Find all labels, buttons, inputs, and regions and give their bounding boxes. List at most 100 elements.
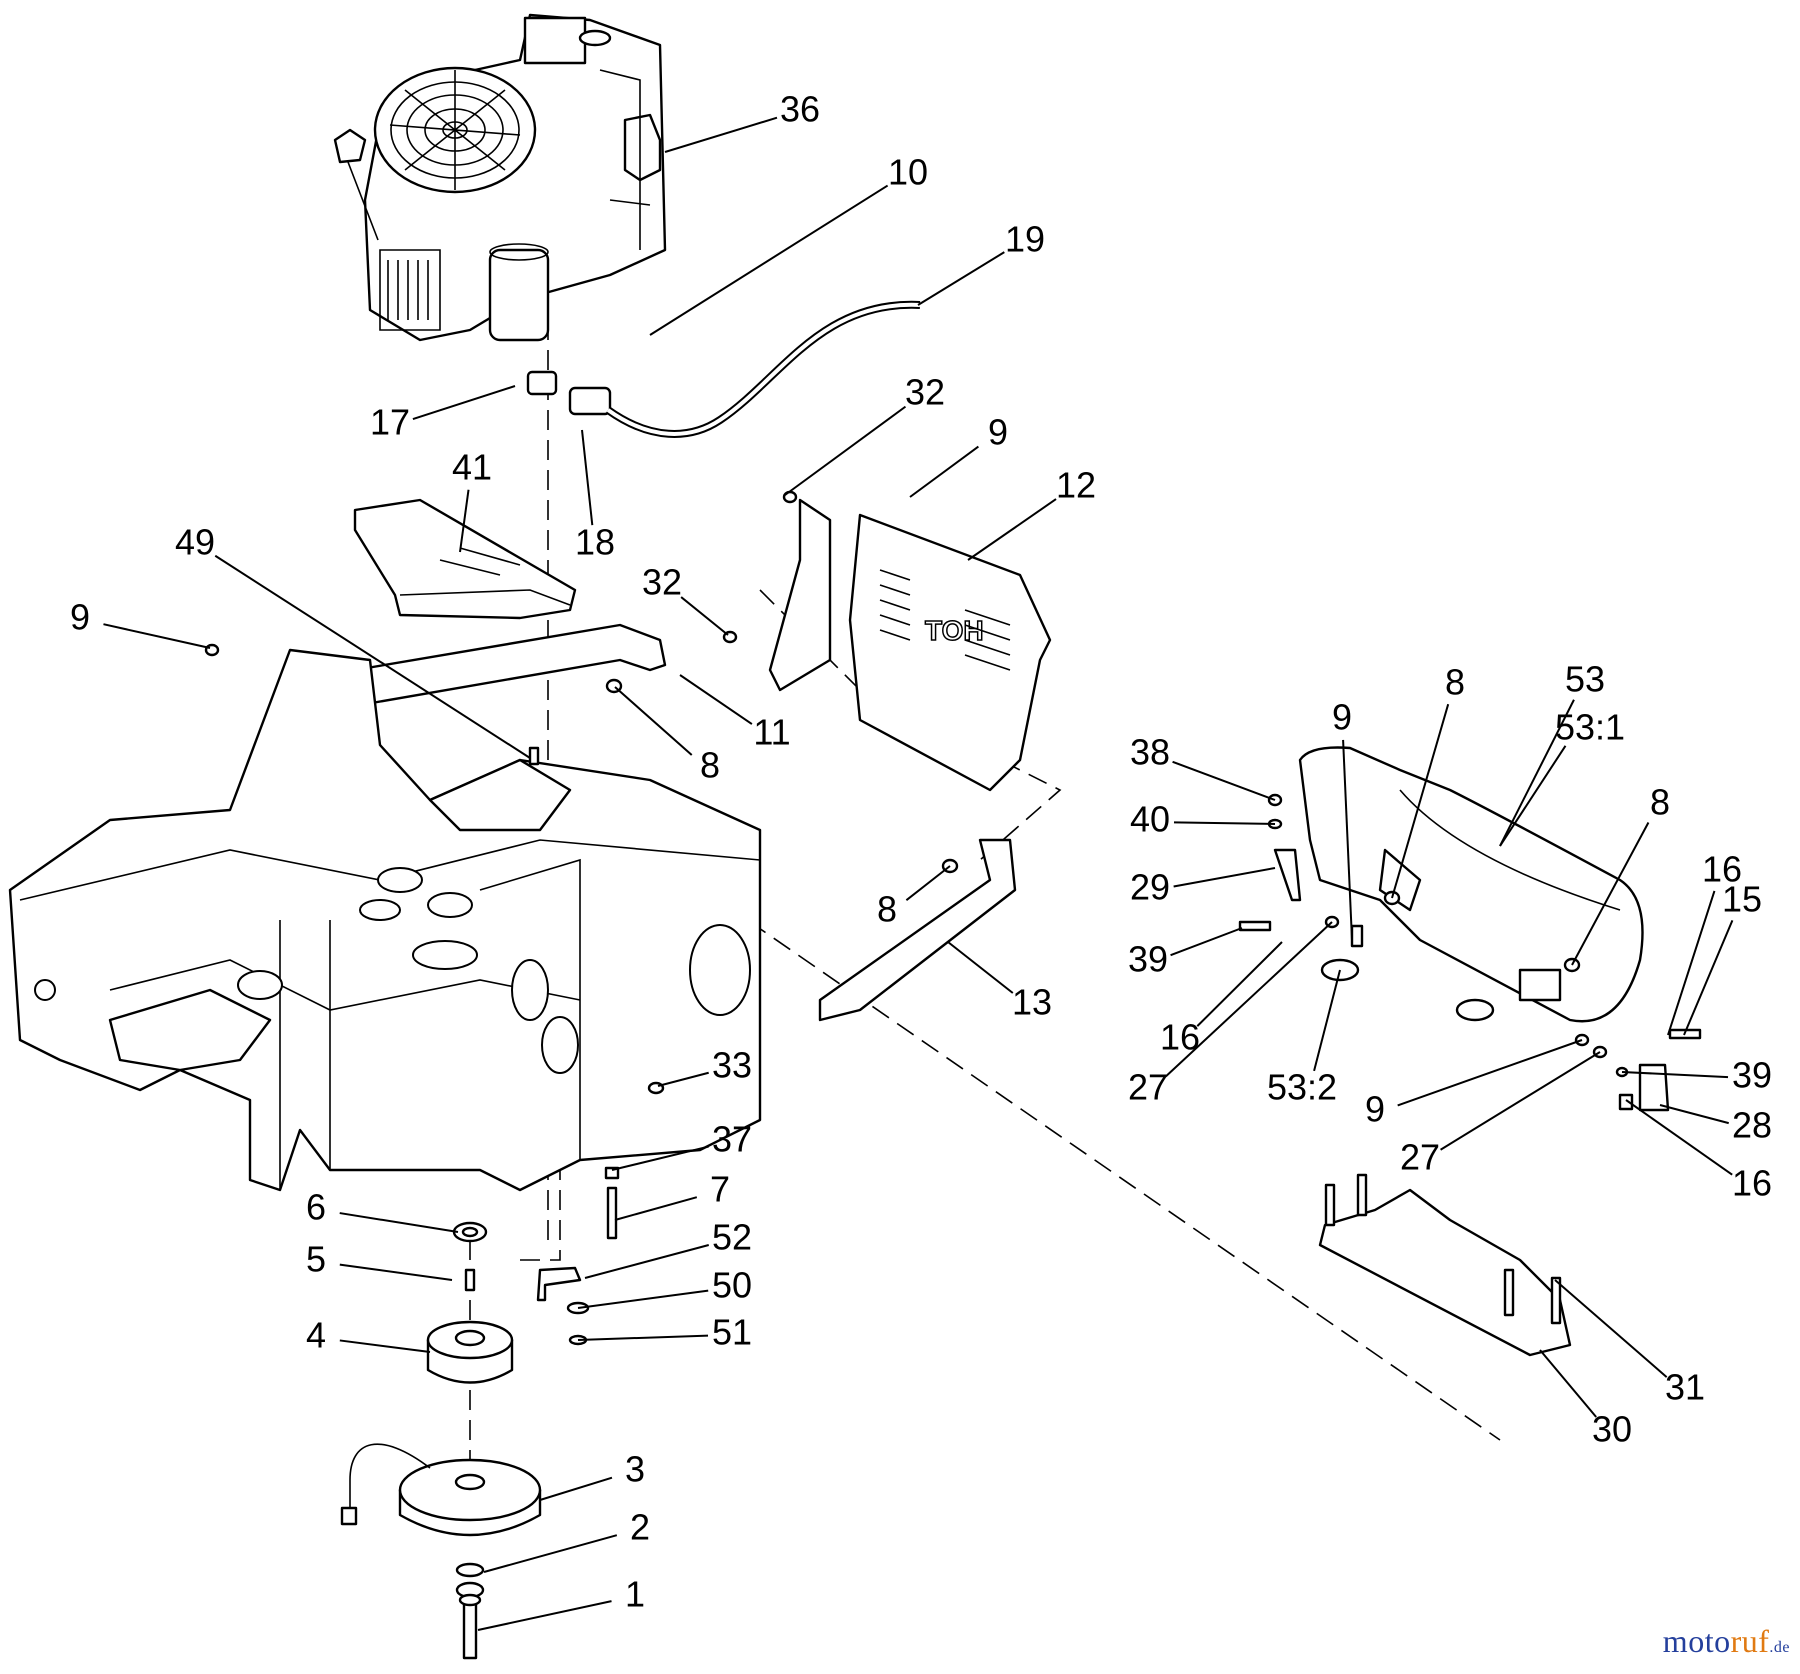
callout-c27a: 27 xyxy=(1128,1067,1168,1108)
leader-c37 xyxy=(611,1145,709,1171)
bracket-13 xyxy=(818,838,1017,1022)
leader-c11 xyxy=(679,674,753,725)
leader-c53_2 xyxy=(1313,969,1341,1072)
callout-c15: 15 xyxy=(1722,879,1762,920)
leader-c28 xyxy=(1659,1104,1729,1125)
leader-c5 xyxy=(339,1263,453,1281)
leader-c8b xyxy=(905,865,951,901)
callout-c31: 31 xyxy=(1665,1367,1705,1408)
leader-c8a xyxy=(614,686,693,756)
callout-labels: 3610191718329124149329118813333775250516… xyxy=(70,89,1772,1615)
callout-c9a: 9 xyxy=(988,412,1008,453)
callout-c41: 41 xyxy=(452,447,492,488)
frame xyxy=(8,648,762,1192)
leader-c41 xyxy=(459,489,470,553)
leader-c33 xyxy=(657,1071,709,1087)
leader-c18 xyxy=(581,429,594,526)
leader-c9d xyxy=(1397,1039,1583,1107)
leader-c32a xyxy=(784,405,907,496)
callout-c8a: 8 xyxy=(700,745,720,786)
leader-lines xyxy=(103,116,1734,1631)
leader-c27a xyxy=(1165,921,1333,1078)
callout-c38: 38 xyxy=(1130,732,1170,773)
callout-c11: 11 xyxy=(753,712,790,753)
svg-text:TOH: TOH xyxy=(925,615,984,646)
exhaust-hardware xyxy=(1238,793,1702,1112)
callout-c5: 5 xyxy=(306,1239,326,1280)
leader-c19 xyxy=(917,251,1005,306)
watermark-logo: motoruf.de xyxy=(1663,1623,1790,1660)
callout-c9c: 9 xyxy=(1332,697,1352,738)
clutch-assembly xyxy=(340,1221,542,1660)
leader-c52 xyxy=(584,1244,710,1279)
leader-c3 xyxy=(539,1476,613,1501)
callout-c53_2: 53:2 xyxy=(1267,1067,1337,1108)
callout-c3: 3 xyxy=(625,1449,645,1490)
callout-c16b: 16 xyxy=(1702,849,1742,890)
leader-c49 xyxy=(214,554,531,759)
callout-c2: 2 xyxy=(630,1507,650,1548)
leader-c4 xyxy=(339,1339,431,1353)
fuel-line xyxy=(605,300,921,438)
leader-c39a xyxy=(1170,927,1243,957)
leader-c6 xyxy=(339,1212,459,1233)
leader-c53_1 xyxy=(1499,745,1567,847)
callout-c8d: 8 xyxy=(1650,782,1670,823)
callout-c10: 10 xyxy=(888,152,928,193)
leader-c31 xyxy=(1554,1279,1668,1378)
leader-c16b xyxy=(1667,890,1716,1036)
leader-c9c xyxy=(1342,739,1353,941)
leader-c2 xyxy=(483,1534,618,1573)
callout-c52: 52 xyxy=(712,1217,752,1258)
callout-c4: 4 xyxy=(306,1315,326,1356)
leader-c7 xyxy=(614,1196,698,1221)
leader-c38 xyxy=(1172,760,1276,801)
leader-c51 xyxy=(577,1334,709,1341)
callout-c13: 13 xyxy=(1012,982,1052,1023)
leader-c32b xyxy=(680,596,729,636)
leader-c17 xyxy=(412,385,516,420)
base-plate xyxy=(1318,1173,1572,1357)
callout-c29: 29 xyxy=(1130,867,1170,908)
callout-c9b: 9 xyxy=(70,597,90,638)
leader-c16a xyxy=(1196,941,1283,1027)
leader-c39b xyxy=(1621,1071,1729,1079)
callout-c9d: 9 xyxy=(1365,1089,1385,1130)
leader-c36 xyxy=(664,116,778,153)
callout-c18: 18 xyxy=(575,522,615,563)
leader-c8d xyxy=(1571,822,1650,966)
leader-c1 xyxy=(477,1600,612,1631)
callout-c28: 28 xyxy=(1732,1105,1772,1146)
engine xyxy=(333,13,667,416)
callout-c39b: 39 xyxy=(1732,1055,1772,1096)
watermark-part-1: moto xyxy=(1662,1623,1731,1659)
leader-c9a xyxy=(909,445,979,498)
callout-c39a: 39 xyxy=(1128,939,1168,980)
callout-c50: 50 xyxy=(712,1265,752,1306)
callout-c12: 12 xyxy=(1056,465,1096,506)
leader-c29 xyxy=(1173,867,1276,888)
callout-c33: 33 xyxy=(712,1045,752,1086)
callout-c8b: 8 xyxy=(877,889,897,930)
callout-c49: 49 xyxy=(175,522,215,563)
callout-c19: 19 xyxy=(1005,219,1045,260)
leader-c8c xyxy=(1391,703,1450,899)
callout-c27b: 27 xyxy=(1400,1137,1440,1178)
leader-c30 xyxy=(1539,1349,1597,1418)
callout-c51: 51 xyxy=(712,1312,752,1353)
watermark-part-2: ruf xyxy=(1730,1623,1770,1659)
leader-c40 xyxy=(1173,821,1276,825)
callout-c6: 6 xyxy=(306,1187,326,1228)
leader-c16c xyxy=(1625,1099,1733,1176)
callout-c30: 30 xyxy=(1592,1409,1632,1450)
callout-c8c: 8 xyxy=(1445,662,1465,703)
leader-c9b xyxy=(103,623,211,649)
leader-c13 xyxy=(947,941,1014,994)
callout-c37: 37 xyxy=(712,1119,752,1160)
callout-c7: 7 xyxy=(710,1169,730,1210)
heat-shield xyxy=(353,498,577,620)
callout-c16c: 16 xyxy=(1732,1163,1772,1204)
leader-c15 xyxy=(1683,919,1734,1036)
callout-c32b: 32 xyxy=(642,562,682,603)
